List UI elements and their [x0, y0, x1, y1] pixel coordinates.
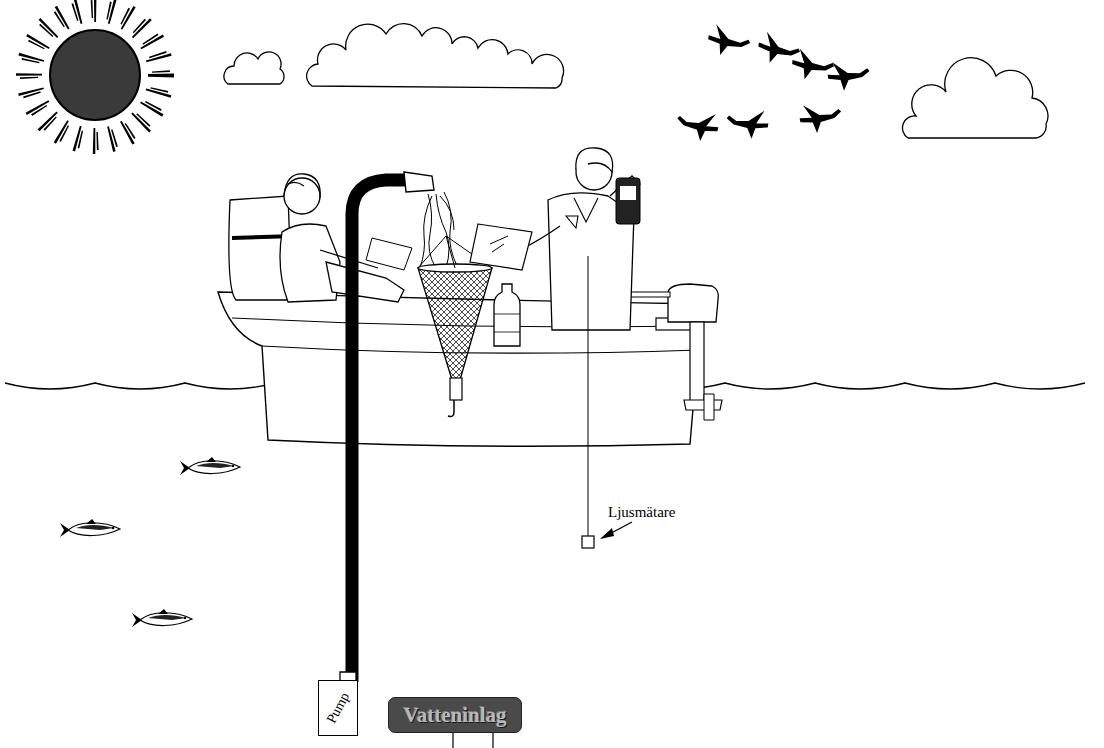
person-hair	[284, 174, 320, 198]
sun	[29, 9, 161, 141]
pump-box: Pump	[318, 680, 358, 736]
sun-rays	[29, 9, 161, 141]
cloud	[307, 24, 564, 88]
paper-sheet	[366, 238, 412, 270]
net-tap	[448, 400, 454, 417]
hose-nozzle	[404, 172, 434, 192]
motor-foot	[684, 400, 722, 410]
plankton-net	[418, 268, 492, 380]
seated-person	[229, 174, 412, 302]
water-inlet-box: Vatteninlag	[388, 697, 522, 733]
sun-gap	[45, 25, 145, 125]
motor-head	[668, 284, 718, 322]
goose	[673, 105, 721, 145]
meter-screen	[620, 186, 636, 200]
fish	[132, 609, 192, 627]
node-text: Pump	[323, 690, 352, 726]
fish	[180, 457, 240, 475]
fish	[60, 519, 120, 537]
outboard-motor	[630, 284, 722, 420]
goose	[826, 57, 872, 93]
person-leg	[326, 262, 404, 302]
pump-hose	[352, 180, 410, 682]
propeller	[704, 394, 714, 420]
jacket-collar	[566, 198, 598, 228]
goose	[797, 98, 844, 136]
bottle-label	[494, 314, 520, 332]
sample-bottle	[494, 284, 520, 346]
part-label: Ljusmätare	[608, 504, 675, 521]
net-cup	[450, 378, 462, 400]
sun-rays	[29, 9, 161, 141]
notebook	[470, 224, 532, 270]
motor-tiller	[630, 292, 670, 297]
node-text: Vatteninlag	[403, 703, 506, 728]
motor-shaft	[690, 322, 704, 402]
pencil-marks	[490, 236, 508, 252]
pump-handle	[340, 672, 356, 680]
goose	[706, 23, 752, 59]
sun-disc	[50, 30, 140, 120]
cloud	[224, 52, 284, 84]
geese	[673, 23, 872, 144]
standing-person	[470, 148, 640, 330]
goose	[724, 104, 771, 141]
light-sensor	[582, 536, 594, 548]
leader-arrowhead	[600, 528, 614, 539]
person-hair	[576, 148, 613, 172]
light-meter-display	[616, 178, 640, 224]
cloud	[902, 58, 1047, 138]
boat-rim	[262, 346, 698, 353]
inlet-legs	[453, 733, 493, 748]
sensor-cable	[588, 256, 589, 536]
